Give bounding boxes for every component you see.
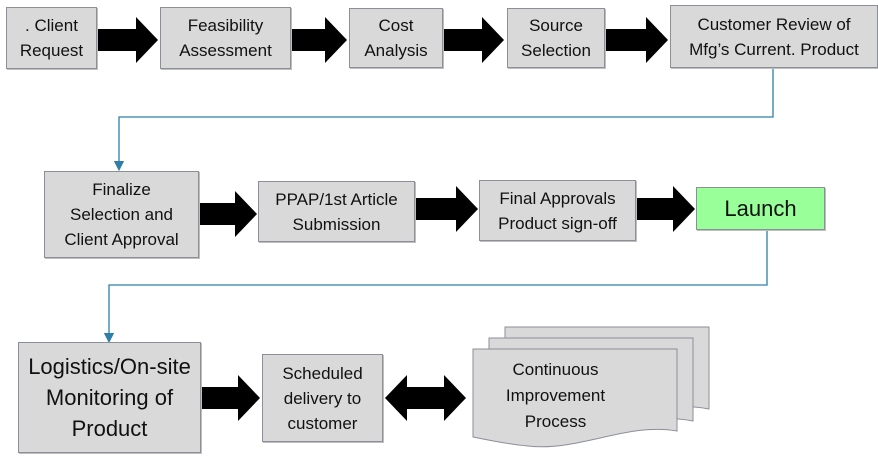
finalize-selection-label: Finalize Selection and Client Approval [64, 180, 179, 249]
launch-label: Launch [724, 196, 797, 221]
source-selection-box: Source Selection [507, 8, 605, 68]
continuous-improvement-label: Continuous Improvement Process [505, 360, 606, 431]
ppap-submission-label: PPAP/1st Article Submission [275, 189, 398, 234]
arrow-request-to-feasibility [98, 17, 158, 63]
source-selection-label: Source Selection [521, 16, 591, 60]
arrow-final-to-launch [636, 186, 695, 232]
feasibility-assessment-box: Feasibility Assessment [160, 7, 291, 69]
connector-review-to-finalize [113, 69, 774, 172]
final-approvals-box: Final Approvals Product sign-off [479, 180, 636, 241]
customer-review-label: Customer Review of Mfg’s Current. Produc… [689, 14, 859, 59]
cost-analysis-box: Cost Analysis [349, 8, 443, 68]
arrow-ppap-to-final [415, 186, 478, 232]
client-request-label: . Client Request [19, 16, 84, 60]
final-approvals-label: Final Approvals Product sign-off [498, 188, 617, 233]
logistics-monitoring-label: Logistics/On-site Monitoring of Product [28, 354, 191, 441]
launch-box: Launch [696, 187, 825, 230]
arrow-feasibility-to-cost [291, 17, 347, 63]
arrow-source-to-review [605, 17, 668, 63]
document-front [472, 348, 678, 448]
logistics-monitoring-box: Logistics/On-site Monitoring of Product [18, 342, 201, 453]
feasibility-assessment-label: Feasibility Assessment [179, 16, 272, 60]
double-arrow-scheduled-continuous [385, 375, 466, 421]
ppap-submission-box: PPAP/1st Article Submission [258, 181, 415, 242]
arrow-logistics-to-scheduled [201, 375, 260, 421]
scheduled-delivery-box: Scheduled delivery to customer [262, 354, 383, 442]
customer-review-box: Customer Review of Mfg’s Current. Produc… [670, 5, 878, 68]
client-request-box: . Client Request [6, 7, 97, 69]
connector-launch-to-logistics [103, 231, 768, 344]
arrow-cost-to-source [443, 17, 504, 63]
cost-analysis-label: Cost Analysis [364, 16, 428, 60]
arrow-finalize-to-ppap [199, 191, 257, 237]
scheduled-delivery-label: Scheduled delivery to customer [282, 363, 363, 433]
finalize-selection-box: Finalize Selection and Client Approval [44, 171, 199, 258]
